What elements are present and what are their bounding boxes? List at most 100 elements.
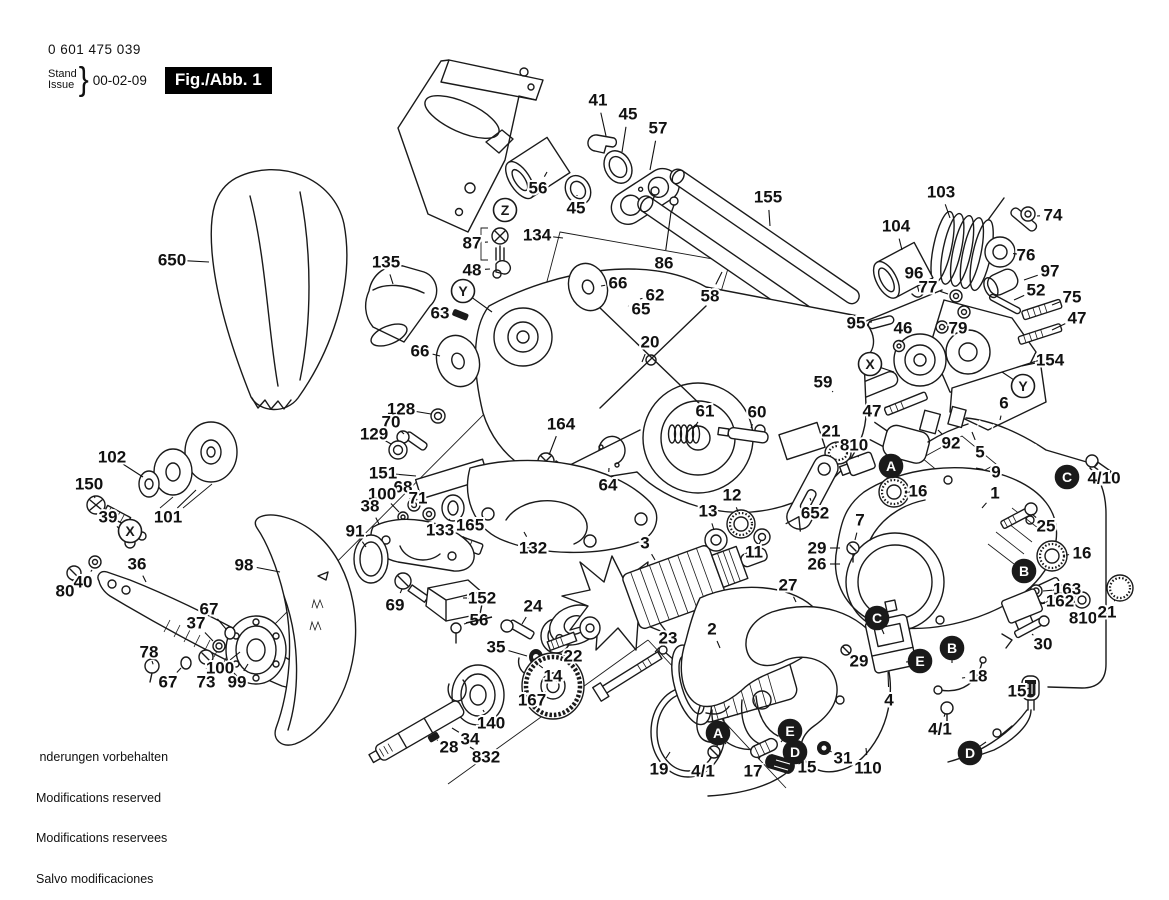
- part-label-74: 74: [1044, 206, 1063, 225]
- footer-line: Modifications reservees: [36, 832, 168, 846]
- callout-A: A: [707, 722, 730, 745]
- part-label-48: 48: [463, 261, 482, 280]
- part-label-63: 63: [431, 304, 450, 323]
- leader-line: [769, 210, 770, 226]
- part-label-86: 86: [655, 254, 674, 273]
- part-label-167: 167: [518, 691, 546, 710]
- part-label-41: 41: [589, 91, 608, 110]
- part-label-98: 98: [235, 556, 254, 575]
- exploded-parts-diagram: 4145575645134874886666265155581031047476…: [0, 0, 1169, 826]
- part-label-14: 14: [544, 667, 563, 686]
- part-label-56: 56: [529, 179, 548, 198]
- callout-letter: E: [915, 653, 924, 669]
- part-label-810: 810: [840, 436, 868, 455]
- leader-line: [1014, 295, 1024, 300]
- part-label-61: 61: [696, 402, 715, 421]
- leader-line: [888, 672, 889, 687]
- part-label-19: 19: [650, 760, 669, 779]
- callout-letter: Y: [1018, 378, 1028, 394]
- part-label-30: 30: [1034, 635, 1053, 654]
- leader-line: [866, 748, 867, 755]
- part-label-99: 99: [228, 673, 247, 692]
- part-label-24: 24: [524, 597, 543, 616]
- part-label-135: 135: [372, 253, 400, 272]
- callout-Y: Y: [452, 280, 475, 303]
- leader-line: [980, 742, 986, 746]
- part-label-23: 23: [659, 629, 678, 648]
- part-label-26: 26: [808, 555, 827, 574]
- part-label-11: 11: [745, 543, 763, 562]
- part-label-16: 16: [1073, 544, 1092, 563]
- part-label-132: 132: [519, 539, 547, 558]
- leader-line: [414, 411, 431, 414]
- callout-Y: Y: [1012, 375, 1035, 398]
- part-label-27: 27: [779, 576, 798, 595]
- part-label-650: 650: [158, 251, 186, 270]
- part-label-35: 35: [487, 638, 506, 657]
- part-label-57: 57: [649, 119, 668, 138]
- part-label-31: 31: [834, 749, 853, 768]
- part-label-59: 59: [814, 373, 833, 392]
- callout-letter: B: [1019, 563, 1029, 579]
- part-label-12: 12: [723, 486, 742, 505]
- spindle-gear-group: [367, 598, 725, 777]
- part-label-4-1: 4/1: [691, 762, 715, 781]
- part-label-652: 652: [801, 504, 829, 523]
- leader-line: [1024, 275, 1038, 280]
- upper-bracket-housing: [398, 60, 543, 232]
- part-label-69: 69: [386, 596, 405, 615]
- part-label-18: 18: [969, 667, 988, 686]
- leader-line: [522, 617, 526, 624]
- part-label-39: 39: [99, 508, 118, 527]
- leader-line: [830, 751, 832, 752]
- part-label-103: 103: [927, 183, 955, 202]
- part-label-17: 17: [744, 762, 763, 781]
- leader-line: [376, 518, 379, 524]
- part-label-46: 46: [894, 319, 913, 338]
- leader-line: [940, 291, 948, 294]
- part-label-164: 164: [547, 415, 576, 434]
- callout-C: C: [1056, 466, 1079, 489]
- part-label-47: 47: [863, 402, 882, 421]
- part-label-21: 21: [1098, 603, 1117, 622]
- part-label-47: 47: [1068, 309, 1087, 328]
- leader-line: [473, 298, 492, 312]
- part-label-165: 165: [456, 516, 484, 535]
- callout-A: A: [880, 455, 903, 478]
- leader-line: [143, 576, 146, 582]
- part-label-15: 15: [1008, 682, 1027, 701]
- part-label-5: 5: [975, 443, 984, 462]
- screw-87-48: [481, 228, 510, 278]
- callout-D: D: [959, 742, 982, 765]
- part-label-76: 76: [1017, 246, 1036, 265]
- part-label-152: 152: [468, 589, 496, 608]
- part-label-155: 155: [754, 188, 782, 207]
- callout-B: B: [1013, 560, 1036, 583]
- leader-line: [601, 113, 606, 136]
- leader-line: [601, 285, 605, 286]
- part-label-58: 58: [701, 287, 720, 306]
- part-label-129: 129: [360, 425, 388, 444]
- leader-line: [881, 368, 894, 372]
- part-label-810: 810: [1069, 609, 1097, 628]
- part-label-36: 36: [128, 555, 147, 574]
- callout-X: X: [859, 353, 882, 376]
- leader-line: [716, 272, 722, 284]
- part-label-40: 40: [74, 573, 93, 592]
- part-label-154: 154: [1036, 351, 1065, 370]
- callout-letter: D: [790, 744, 800, 760]
- part-label-832: 832: [472, 748, 500, 767]
- part-label-3: 3: [640, 534, 649, 553]
- callout-Z: Z: [494, 199, 517, 222]
- callout-D: D: [784, 741, 807, 764]
- callout-letter: A: [886, 458, 896, 474]
- callout-letter: C: [872, 610, 882, 626]
- leader-line: [463, 536, 464, 538]
- part-label-34: 34: [461, 730, 480, 749]
- callout-letter: A: [713, 725, 723, 741]
- leader-line: [652, 554, 655, 560]
- part-label-60: 60: [748, 403, 767, 422]
- callout-B: B: [941, 637, 964, 660]
- leader-line: [899, 239, 902, 250]
- part-label-110: 110: [854, 759, 881, 778]
